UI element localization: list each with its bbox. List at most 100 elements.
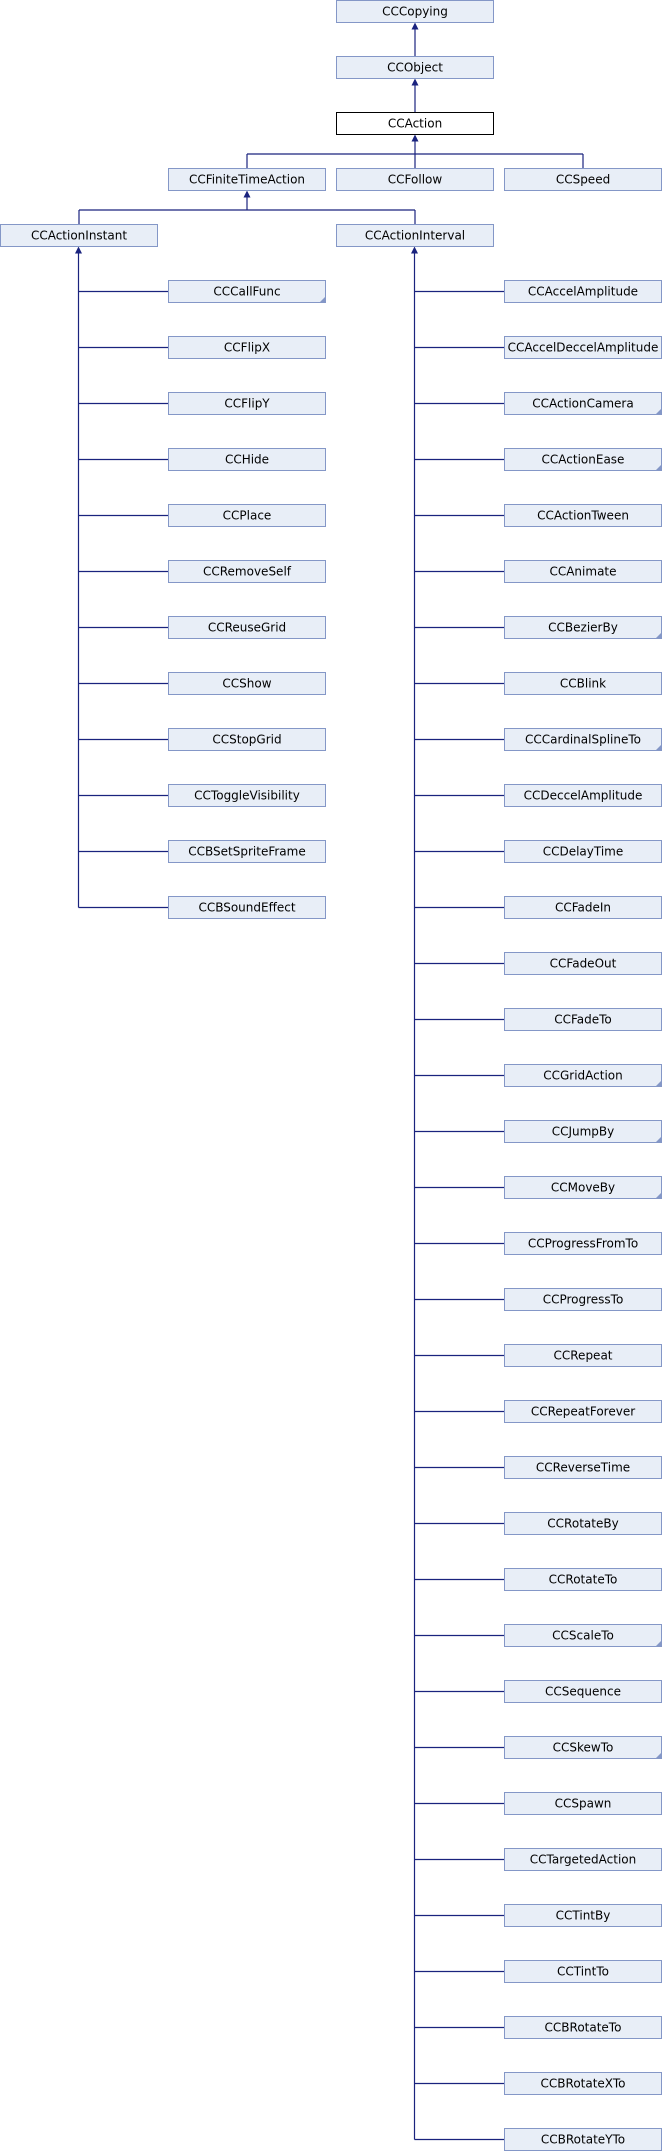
class-node-CCBRotateXTo[interactable]: CCBRotateXTo — [504, 2072, 662, 2095]
class-node-CCDeccelAmplitude[interactable]: CCDeccelAmplitude — [504, 784, 662, 807]
class-node-label: CCAction — [388, 117, 442, 131]
class-node-CCActionEase[interactable]: CCActionEase — [504, 448, 662, 471]
class-node-label: CCDelayTime — [543, 845, 624, 859]
class-node-CCFollow[interactable]: CCFollow — [336, 168, 494, 191]
class-node-label: CCTintBy — [556, 1909, 611, 1923]
class-node-label: CCFiniteTimeAction — [189, 173, 305, 187]
class-node-CCBSoundEffect[interactable]: CCBSoundEffect — [168, 896, 326, 919]
class-node-CCSequence[interactable]: CCSequence — [504, 1680, 662, 1703]
class-node-CCActionTween[interactable]: CCActionTween — [504, 504, 662, 527]
class-node-label: CCGridAction — [543, 1069, 623, 1083]
class-node-label: CCRotateBy — [547, 1517, 618, 1531]
class-node-CCDelayTime[interactable]: CCDelayTime — [504, 840, 662, 863]
class-node-CCActionCamera[interactable]: CCActionCamera — [504, 392, 662, 415]
class-node-CCCardinalSplineTo[interactable]: CCCardinalSplineTo — [504, 728, 662, 751]
class-node-label: CCStopGrid — [212, 733, 281, 747]
class-node-CCRotateTo[interactable]: CCRotateTo — [504, 1568, 662, 1591]
class-node-CCBlink[interactable]: CCBlink — [504, 672, 662, 695]
class-node-CCScaleTo[interactable]: CCScaleTo — [504, 1624, 662, 1647]
class-node-CCTargetedAction[interactable]: CCTargetedAction — [504, 1848, 662, 1871]
more-subclasses-icon — [655, 1080, 662, 1087]
class-node-label: CCRepeat — [554, 1349, 613, 1363]
class-node-CCTintTo[interactable]: CCTintTo — [504, 1960, 662, 1983]
class-node-label: CCHide — [225, 453, 269, 467]
more-subclasses-icon — [655, 1640, 662, 1647]
class-node-CCTintBy[interactable]: CCTintBy — [504, 1904, 662, 1927]
class-node-CCCopying[interactable]: CCCopying — [336, 0, 494, 23]
class-node-box — [336, 224, 494, 247]
more-subclasses-icon — [655, 1136, 662, 1143]
class-node-CCAnimate[interactable]: CCAnimate — [504, 560, 662, 583]
class-node-box — [168, 448, 326, 471]
class-node-label: CCBRotateYTo — [541, 2133, 625, 2147]
class-node-CCRemoveSelf[interactable]: CCRemoveSelf — [168, 560, 326, 583]
class-node-CCActionInterval[interactable]: CCActionInterval — [336, 224, 494, 247]
class-node-CCBRotateTo[interactable]: CCBRotateTo — [504, 2016, 662, 2039]
class-node-CCBRotateYTo[interactable]: CCBRotateYTo — [504, 2128, 662, 2151]
class-node-box — [168, 392, 326, 415]
class-node-CCAccelDeccelAmplitude[interactable]: CCAccelDeccelAmplitude — [504, 336, 662, 359]
class-node-CCGridAction[interactable]: CCGridAction — [504, 1064, 662, 1087]
class-node-label: CCReuseGrid — [208, 621, 286, 635]
class-node-CCFiniteTimeAction[interactable]: CCFiniteTimeAction — [168, 168, 326, 191]
class-node-CCRotateBy[interactable]: CCRotateBy — [504, 1512, 662, 1535]
class-node-label: CCBezierBy — [548, 621, 618, 635]
class-node-CCObject[interactable]: CCObject — [336, 56, 494, 79]
class-node-label: CCActionInstant — [31, 229, 127, 243]
class-node-label: CCFadeTo — [554, 1013, 612, 1027]
arrowhead-CCActionInterval — [411, 246, 418, 254]
class-node-box — [168, 336, 326, 359]
class-node-CCHide[interactable]: CCHide — [168, 448, 326, 471]
class-node-box — [168, 616, 326, 639]
class-node-CCFlipX[interactable]: CCFlipX — [168, 336, 326, 359]
more-subclasses-icon — [655, 408, 662, 415]
more-subclasses-icon — [655, 1192, 662, 1199]
more-subclasses-icon — [319, 296, 326, 303]
class-node-CCToggleVisibility[interactable]: CCToggleVisibility — [168, 784, 326, 807]
class-node-CCSkewTo[interactable]: CCSkewTo — [504, 1736, 662, 1759]
class-node-CCStopGrid[interactable]: CCStopGrid — [168, 728, 326, 751]
class-node-CCAccelAmplitude[interactable]: CCAccelAmplitude — [504, 280, 662, 303]
class-node-label: CCSpawn — [555, 1797, 612, 1811]
class-node-CCFadeTo[interactable]: CCFadeTo — [504, 1008, 662, 1031]
class-node-CCShow[interactable]: CCShow — [168, 672, 326, 695]
class-node-CCBezierBy[interactable]: CCBezierBy — [504, 616, 662, 639]
class-node-box — [336, 168, 494, 191]
class-node-label: CCSpeed — [556, 173, 610, 187]
class-node-CCPlace[interactable]: CCPlace — [168, 504, 326, 527]
class-node-CCBSetSpriteFrame[interactable]: CCBSetSpriteFrame — [168, 840, 326, 863]
class-node-label: CCActionTween — [537, 509, 629, 523]
class-node-label: CCActionEase — [542, 453, 625, 467]
class-node-label: CCDeccelAmplitude — [524, 789, 643, 803]
class-node-label: CCRepeatForever — [531, 1405, 635, 1419]
class-node-box — [168, 280, 326, 303]
class-node-label: CCFlipX — [224, 341, 270, 355]
class-node-CCFlipY[interactable]: CCFlipY — [168, 392, 326, 415]
class-node-CCReverseTime[interactable]: CCReverseTime — [504, 1456, 662, 1479]
class-node-CCAction[interactable]: CCAction — [336, 112, 494, 135]
class-node-label: CCSequence — [545, 1685, 621, 1699]
class-node-box — [168, 504, 326, 527]
class-node-CCProgressTo[interactable]: CCProgressTo — [504, 1288, 662, 1311]
class-node-CCProgressFromTo[interactable]: CCProgressFromTo — [504, 1232, 662, 1255]
class-node-CCFadeOut[interactable]: CCFadeOut — [504, 952, 662, 975]
class-node-label: CCAccelDeccelAmplitude — [508, 341, 659, 355]
class-node-box — [336, 0, 494, 23]
class-node-label: CCJumpBy — [552, 1125, 615, 1139]
more-subclasses-icon — [655, 744, 662, 751]
class-node-CCActionInstant[interactable]: CCActionInstant — [0, 224, 158, 247]
class-node-CCReuseGrid[interactable]: CCReuseGrid — [168, 616, 326, 639]
class-node-CCRepeatForever[interactable]: CCRepeatForever — [504, 1400, 662, 1423]
class-node-label: CCCopying — [382, 5, 448, 19]
class-node-CCCallFunc[interactable]: CCCallFunc — [168, 280, 326, 303]
class-node-CCMoveBy[interactable]: CCMoveBy — [504, 1176, 662, 1199]
class-node-CCSpawn[interactable]: CCSpawn — [504, 1792, 662, 1815]
class-node-CCSpeed[interactable]: CCSpeed — [504, 168, 662, 191]
class-node-CCFadeIn[interactable]: CCFadeIn — [504, 896, 662, 919]
class-node-CCJumpBy[interactable]: CCJumpBy — [504, 1120, 662, 1143]
class-node-box — [168, 672, 326, 695]
more-subclasses-icon — [655, 464, 662, 471]
class-node-label: CCBRotateTo — [545, 2021, 622, 2035]
class-node-label: CCAnimate — [549, 565, 616, 579]
class-node-CCRepeat[interactable]: CCRepeat — [504, 1344, 662, 1367]
